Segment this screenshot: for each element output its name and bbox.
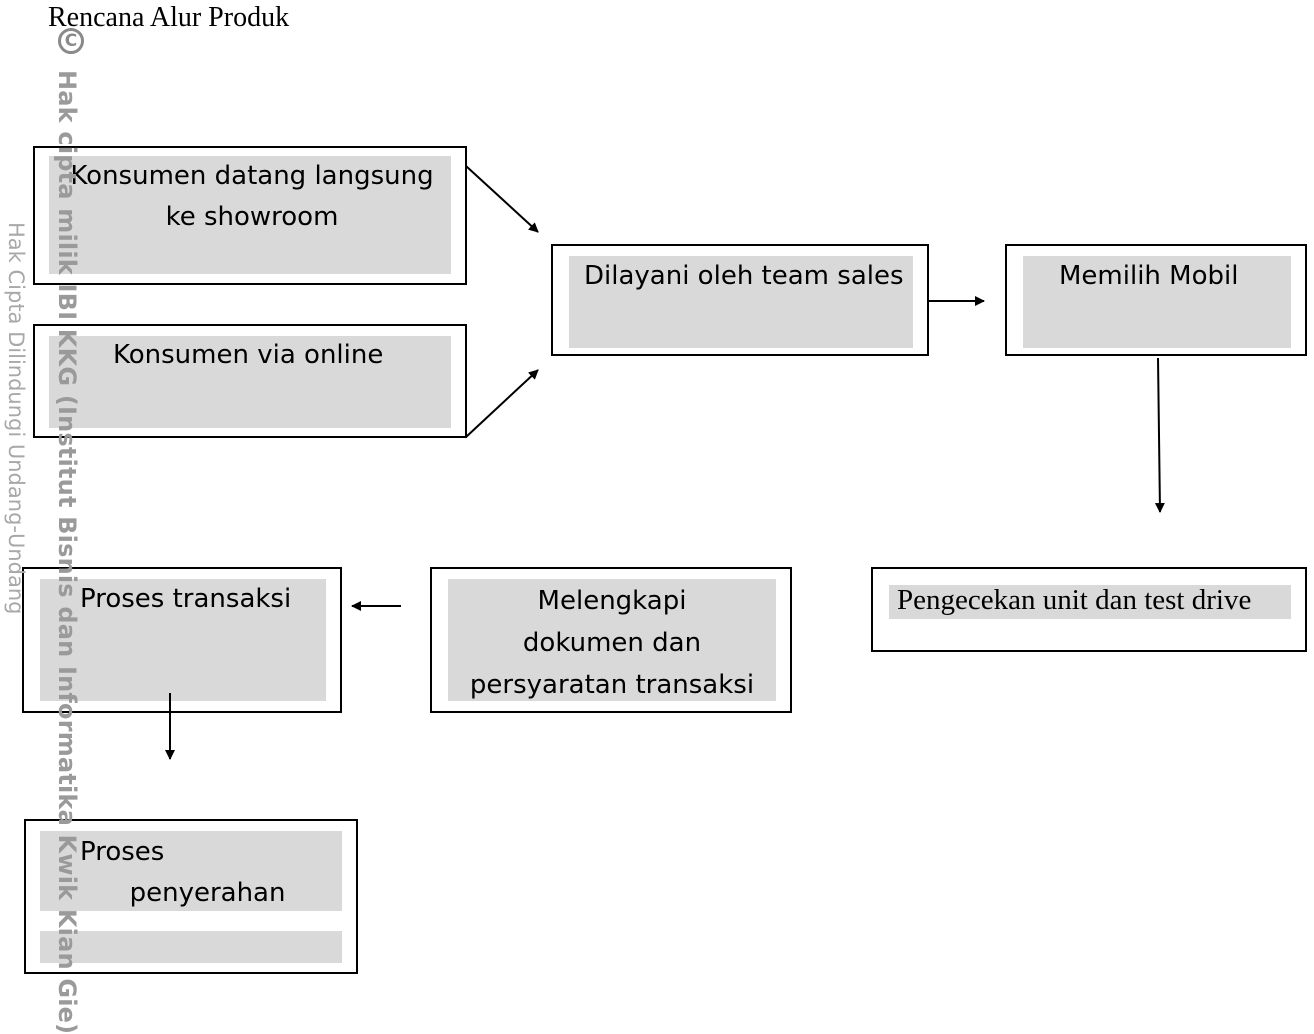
node-label: Pengecekan unit dan test drive	[897, 584, 1252, 616]
node-shade	[49, 336, 451, 428]
node-konsumen-online: Konsumen via online	[33, 324, 467, 438]
node-label: Memilih Mobil	[1059, 261, 1239, 291]
node-konsumen-showroom: Konsumen datang langsung ke showroom	[33, 146, 467, 285]
node-shade	[40, 831, 342, 911]
node-label: Proses penyerahan	[80, 837, 286, 908]
connector-arrows	[165, 165, 1165, 760]
watermark-primary: Hak cipta milik IBI KKG (Institut Bisnis…	[53, 70, 81, 1034]
node-proses-transaksi: Proses transaksi	[22, 567, 342, 713]
node-shade	[40, 579, 326, 701]
node-shade	[40, 931, 342, 963]
arrow-showroom-to-sales	[465, 165, 539, 233]
node-shade	[49, 156, 451, 274]
node-label: Dilayani oleh team sales	[584, 261, 904, 291]
node-pengecekan: Pengecekan unit dan test drive	[871, 567, 1307, 652]
node-label: Proses transaksi	[80, 584, 292, 614]
watermark-secondary: Hak Cipta Dilindungi Undang-Undang	[4, 222, 28, 615]
node-shade	[569, 256, 913, 348]
node-label: Konsumen via online	[113, 340, 384, 370]
node-melengkapi: Melengkapi dokumen dan persyaratan trans…	[430, 567, 792, 713]
node-label: Konsumen datang langsung ke showroom	[70, 161, 434, 232]
node-label: Melengkapi dokumen dan persyaratan trans…	[469, 586, 755, 700]
node-shade	[889, 585, 1291, 619]
node-proses-penyerahan: Proses penyerahan	[24, 819, 358, 974]
node-memilih-mobil: Memilih Mobil	[1005, 244, 1307, 356]
node-dilayani-sales: Dilayani oleh team sales	[551, 244, 929, 356]
arrow-mobil-to-pengecekan	[1154, 357, 1165, 513]
copyright-icon: C	[58, 28, 84, 54]
arrow-online-to-sales	[465, 369, 539, 438]
diagram-title: Rencana Alur Produk	[48, 2, 290, 33]
node-shade	[1023, 256, 1291, 348]
node-shade	[448, 579, 776, 701]
